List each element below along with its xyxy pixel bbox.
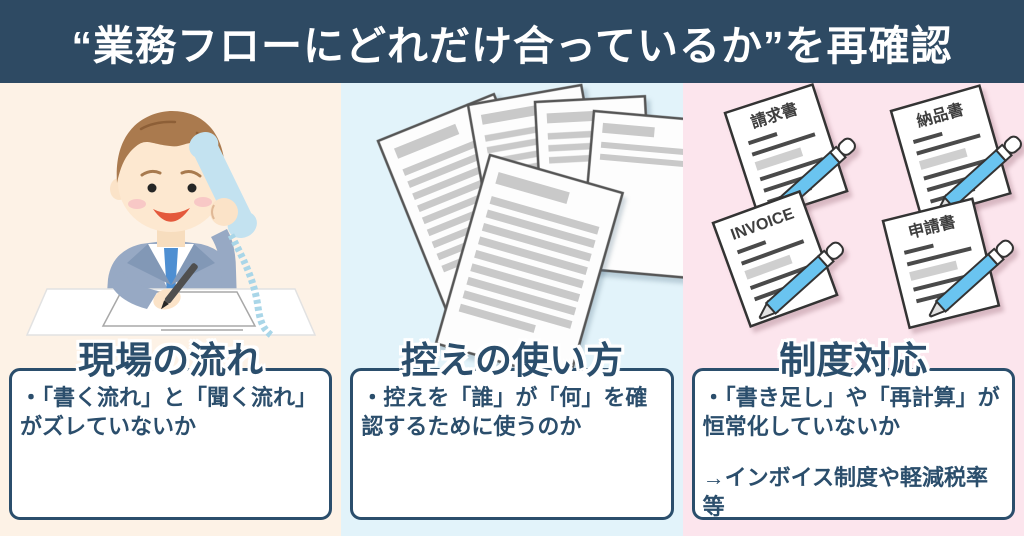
invoice-en-doc-icon: INVOICE xyxy=(711,189,845,328)
paper-stack-illustration xyxy=(341,83,700,383)
finger-line xyxy=(210,204,215,220)
blush-right xyxy=(193,197,212,207)
sheet-icon-front xyxy=(434,153,625,383)
note-box-system: ・「書き足し」や「再計算」が恒常化していないか →インボイス制度や軽減税率等 xyxy=(691,368,1015,520)
column-system-compliance: 請求書 xyxy=(682,82,1024,536)
phone-receiver-icon xyxy=(188,132,257,238)
lapel-left xyxy=(126,244,171,285)
man-on-phone-icon xyxy=(25,111,316,338)
arm-left-sleeve xyxy=(108,271,158,309)
phone-cord xyxy=(227,233,273,338)
note-text-copies: ・控えを「誰」が「何」を確認するために使うのか xyxy=(361,385,648,440)
heading-field-flow: 現場の流れ xyxy=(78,340,264,382)
mouth xyxy=(152,208,190,222)
note-box-field: ・「書く流れ」と「聞く流れ」がズレていないか xyxy=(9,368,333,520)
note-text-field: ・「書く流れ」と「聞く流れ」がズレていないか xyxy=(20,385,318,440)
delivery-slip-doc-icon: 納品書 xyxy=(889,84,1023,221)
note-arrow-system: →インボイス制度や軽減税率等 xyxy=(702,465,988,520)
column-field-flow: 現場の流れ ・「書く流れ」と「聞く流れ」がズレていないか xyxy=(0,83,342,536)
eyebrows xyxy=(140,169,202,178)
blush-left xyxy=(127,199,146,209)
pen-icon xyxy=(928,239,1015,318)
documents-pens-icon: 請求書 xyxy=(711,82,1023,330)
pen-icon xyxy=(758,241,845,320)
eye-left xyxy=(147,183,157,193)
eye-right xyxy=(187,183,197,193)
note-text-system: ・「書き足し」や「再計算」が恒常化していないか xyxy=(702,385,1000,440)
documents-pens-illustration: 請求書 xyxy=(683,82,1024,335)
heading-copies-usage: 控えの使い方 xyxy=(400,340,623,382)
column-copies-usage: 控えの使い方 ・控えを「誰」が「何」を確認するために使うのか xyxy=(341,83,700,536)
writing-pen-icon xyxy=(160,263,198,310)
note-box-copies: ・控えを「誰」が「何」を確認するために使うのか xyxy=(350,368,674,520)
page-title: “業務フローにどれだけ合っているか”を再確認 xyxy=(71,22,953,69)
hair xyxy=(116,111,225,183)
hand-on-phone xyxy=(209,198,238,226)
columns-row: 現場の流れ ・「書く流れ」と「聞く流れ」がズレていないか xyxy=(0,82,1024,536)
paper-stack-icon xyxy=(376,83,700,383)
header-banner: “業務フローにどれだけ合っているか”を再確認 xyxy=(0,0,1024,83)
application-doc-icon: 申請書 xyxy=(881,197,1015,330)
heading-system-compliance: 制度対応 xyxy=(779,340,928,382)
man-on-phone-illustration xyxy=(0,83,341,338)
